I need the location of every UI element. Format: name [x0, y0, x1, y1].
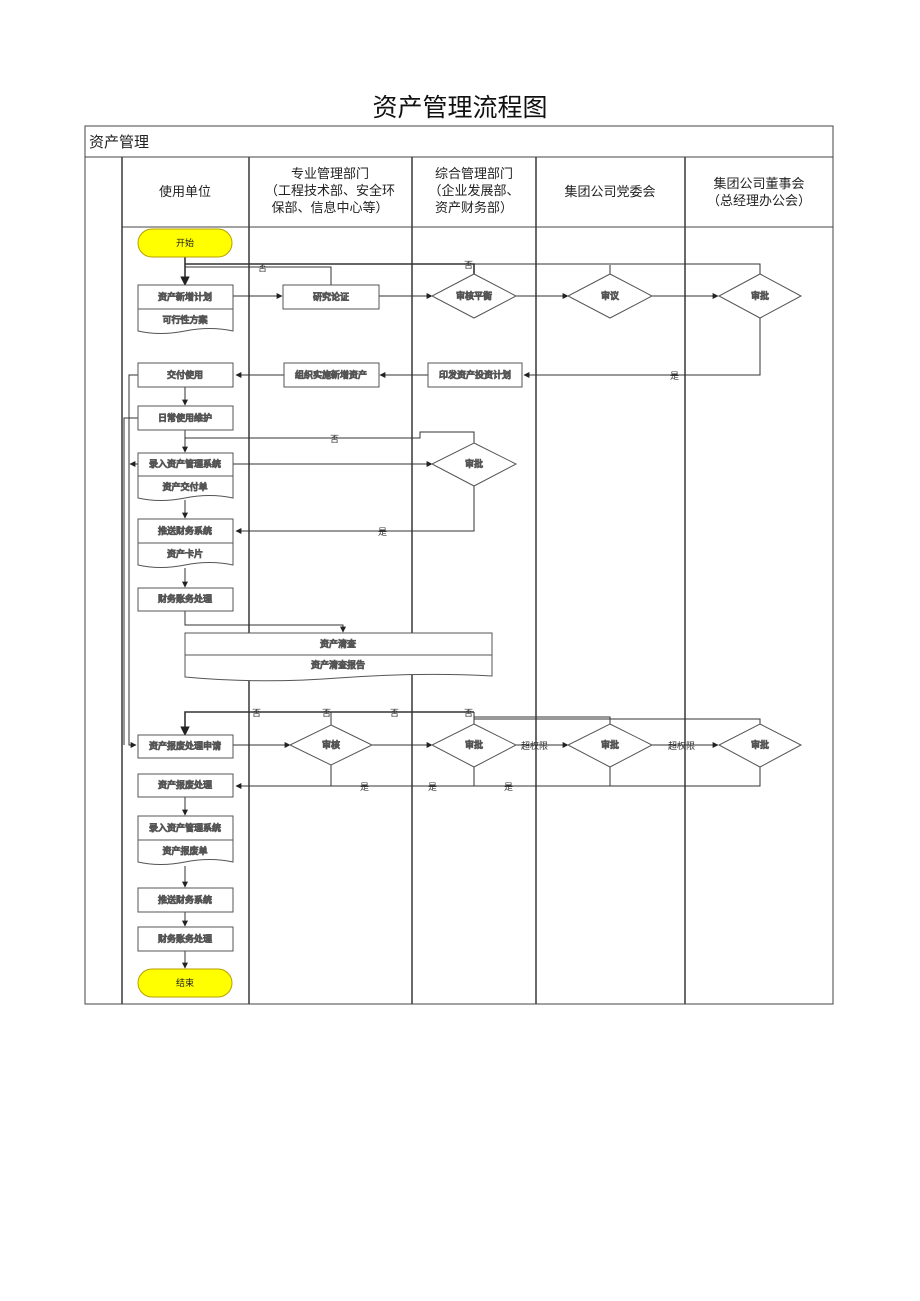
document-feasibility: 可行性方案 — [137, 308, 234, 334]
lane-header-line: （总经理办公会） — [707, 194, 811, 209]
lane-header-line: 专业管理部门 — [291, 167, 369, 182]
document-asset-card: 资产卡片 — [137, 542, 234, 568]
process-scrap-process: 资产报废处理 — [137, 773, 234, 798]
decision-board-approve-2: 审批 — [717, 723, 803, 768]
process-push-finance-2: 推送财务系统 — [137, 887, 234, 913]
label-yes: 是 — [504, 782, 513, 793]
process-issue-plan: 印发资产投资计划 — [427, 362, 523, 388]
label-yes: 是 — [428, 782, 437, 793]
label-no: 否 — [252, 708, 261, 719]
label-no: 否 — [322, 708, 331, 719]
label-over-limit: 超权限 — [521, 740, 548, 752]
process-label: 推送财务系统 — [158, 525, 212, 537]
lane-header-line: 保部、信息中心等） — [271, 200, 388, 216]
page-title: 资产管理流程图 — [372, 93, 548, 122]
document-inventory-report: 资产清查报告 — [184, 654, 493, 682]
table-title: 资产管理 — [89, 133, 149, 151]
lane-header-party-committee: 集团公司党委会 — [564, 184, 655, 200]
process-maintain: 日常使用维护 — [137, 405, 234, 431]
process-label: 录入资产管理系统 — [149, 458, 221, 470]
swimlane-frame — [84, 125, 834, 1005]
decision-label: 审批 — [751, 290, 769, 302]
process-label: 研究论证 — [313, 291, 349, 303]
process-label: 印发资产投资计划 — [439, 369, 511, 381]
process-label: 录入资产管理系统 — [149, 822, 221, 834]
process-organize: 组织实施新增资产 — [283, 362, 380, 388]
process-push-finance-1: 推送财务系统 — [137, 518, 234, 544]
process-research: 研究论证 — [282, 284, 380, 310]
lane-header-line: （企业发展部、 — [428, 183, 519, 199]
lane-header-line: 集团公司董事会 — [713, 176, 804, 192]
label-yes: 是 — [360, 782, 369, 793]
process-label: 日常使用维护 — [158, 412, 212, 424]
process-label: 组织实施新增资产 — [295, 369, 367, 381]
decision-review: 审核 — [288, 724, 374, 766]
connectors — [123, 257, 761, 969]
decision-label: 审批 — [601, 739, 619, 751]
lane-header-line: 集团公司党委会 — [564, 184, 655, 200]
document-label: 资产卡片 — [167, 548, 203, 560]
process-label: 财务账务处理 — [158, 593, 212, 605]
document-deliver-form: 资产交付单 — [137, 475, 234, 501]
decision-label: 审议 — [601, 290, 619, 302]
process-finance-1: 财务账务处理 — [137, 587, 234, 612]
lane-header-line: （工程技术部、安全环 — [265, 183, 395, 199]
label-no: 否 — [390, 708, 399, 719]
edge-labels: 否 否 是 否 是 否 否 否 否 超权限 超权限 是 是 是 — [252, 260, 695, 793]
label-no: 否 — [464, 708, 473, 719]
decision-label: 审核平衡 — [456, 290, 492, 302]
process-label: 资产报废处理 — [158, 779, 212, 791]
label-no: 否 — [464, 260, 473, 271]
lane-header-general-dept: 综合管理部门 （企业发展部、 资产财务部） — [428, 167, 519, 216]
decision-general-approve-1: 审批 — [430, 442, 518, 487]
process-label: 财务账务处理 — [158, 933, 212, 945]
document-label: 资产交付单 — [162, 481, 207, 493]
start-terminal: 开始 — [137, 228, 233, 258]
document-label: 资产报废单 — [162, 845, 207, 857]
process-scrap-apply: 资产报废处理申请 — [137, 734, 234, 759]
decision-label: 审批 — [465, 458, 483, 470]
process-deliver: 交付使用 — [137, 362, 234, 388]
lane-header-board: 集团公司董事会 （总经理办公会） — [707, 176, 811, 209]
decision-party-approve: 审批 — [566, 723, 654, 768]
end-label: 结束 — [176, 977, 194, 989]
label-no: 否 — [330, 434, 339, 445]
process-label: 资产新增计划 — [158, 291, 212, 303]
document-label: 资产清查报告 — [311, 659, 365, 671]
lane-header-line: 使用单位 — [159, 184, 211, 200]
decision-label: 审批 — [465, 739, 483, 751]
process-label: 资产清查 — [320, 638, 356, 650]
label-over-limit: 超权限 — [668, 740, 695, 752]
lane-header-line: 资产财务部） — [435, 200, 513, 216]
decision-board-approve-1: 审批 — [717, 273, 803, 319]
lane-header-line: 综合管理部门 — [435, 167, 513, 182]
start-label: 开始 — [176, 237, 194, 249]
decision-general-approve-2: 审批 — [430, 723, 518, 768]
label-no: 否 — [258, 263, 267, 274]
lane-header-professional-dept: 专业管理部门 （工程技术部、安全环 保部、信息中心等） — [265, 167, 395, 216]
process-label: 交付使用 — [167, 369, 203, 381]
document-label: 可行性方案 — [162, 314, 207, 326]
document-scrap-form: 资产报废单 — [137, 839, 234, 865]
decision-deliberate: 审议 — [566, 273, 654, 319]
end-terminal: 结束 — [137, 968, 233, 998]
label-yes: 是 — [378, 527, 387, 538]
lane-header-user-unit: 使用单位 — [159, 184, 211, 200]
process-enter-system-2: 录入资产管理系统 — [137, 815, 234, 841]
decision-label: 审核 — [322, 739, 340, 751]
process-enter-system-1: 录入资产管理系统 — [137, 452, 234, 477]
process-finance-2: 财务账务处理 — [137, 926, 234, 952]
label-yes: 是 — [670, 371, 679, 382]
process-asset-new-plan: 资产新增计划 — [137, 284, 234, 310]
process-label: 推送财务系统 — [158, 894, 212, 906]
decision-label: 审批 — [751, 739, 769, 751]
decision-audit-balance: 审核平衡 — [430, 273, 518, 319]
process-inventory: 资产清查 — [184, 632, 493, 656]
process-label: 资产报废处理申请 — [149, 740, 221, 752]
